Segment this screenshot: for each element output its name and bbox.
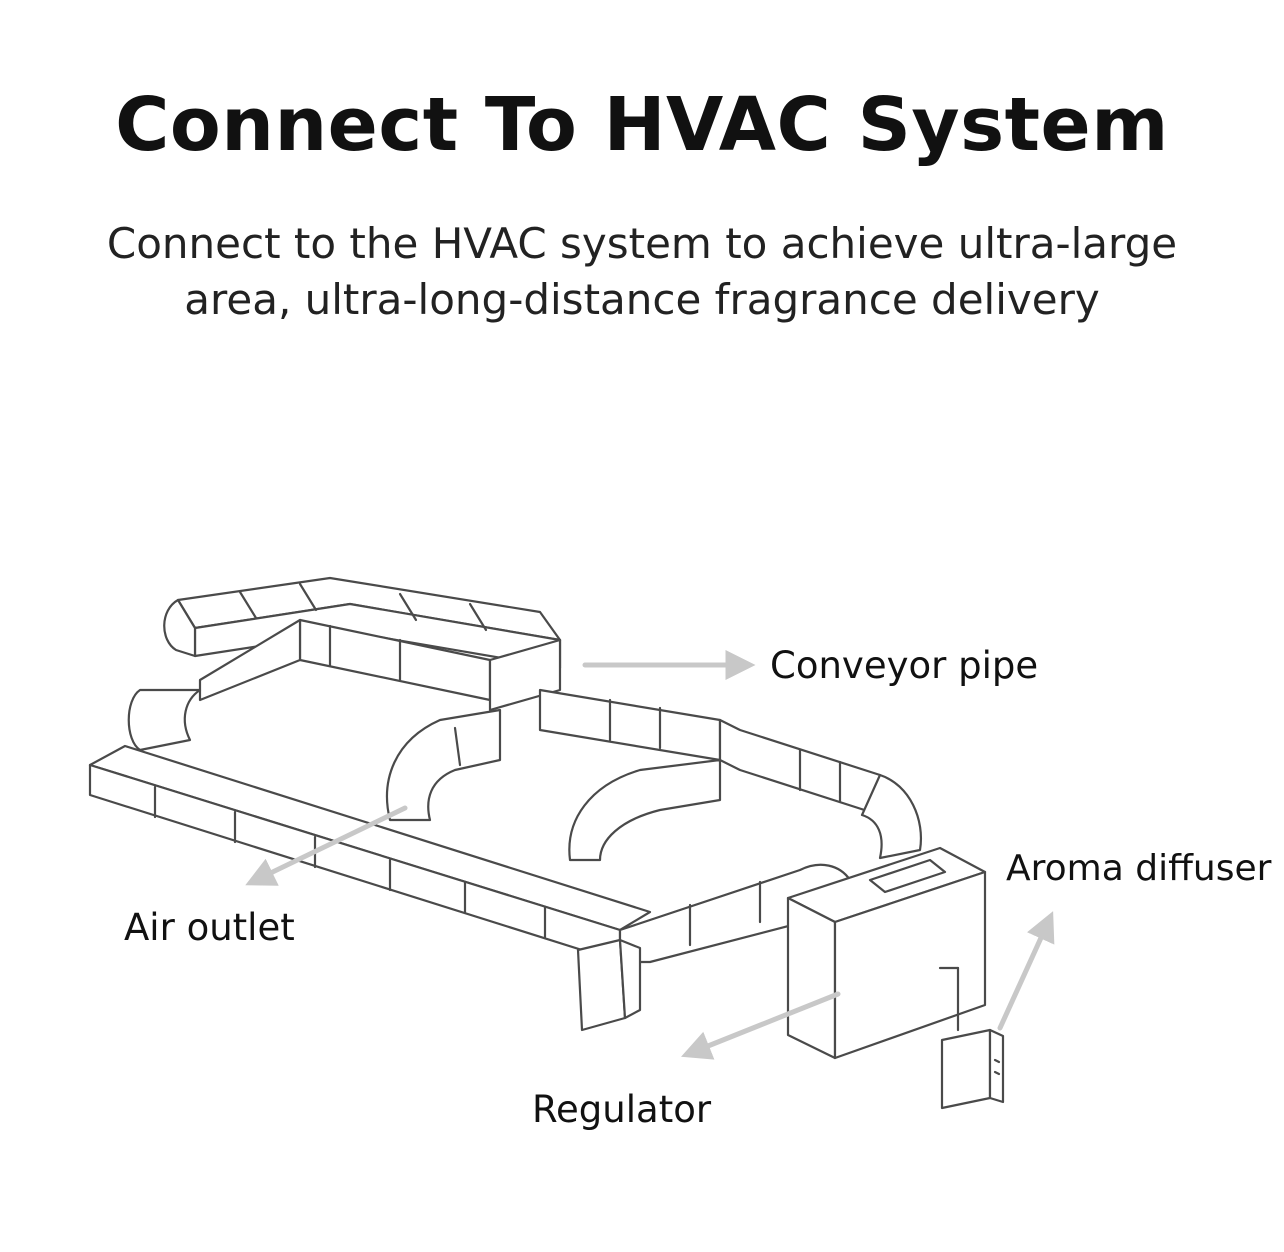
regulator-unit [786, 846, 987, 1060]
front-duct [88, 744, 852, 964]
front-drop [576, 938, 642, 1032]
conveyor-pipe-label: Conveyor pipe [770, 644, 1039, 687]
air-outlet-arrow [245, 805, 408, 886]
regulator-arrow [681, 991, 841, 1060]
aroma-diffuser-label: Aroma diffuser [1006, 848, 1272, 889]
left-loop [127, 618, 492, 752]
aroma-diffuser-device [940, 1028, 1005, 1110]
regulator-label: Regulator [532, 1088, 712, 1131]
right-loop [568, 718, 922, 862]
page-subtitle: Connect to the HVAC system to achieve ul… [0, 216, 1284, 328]
subtitle-line-2: area, ultra-long-distance fragrance deli… [184, 275, 1100, 324]
page-title: Connect To HVAC System [115, 82, 1169, 168]
subtitle-line-1: Connect to the HVAC system to achieve ul… [106, 219, 1178, 268]
aroma-diffuser-arrow [997, 911, 1055, 1031]
air-outlet-label: Air outlet [124, 906, 295, 949]
middle-connector [488, 638, 722, 762]
middle-elbow [386, 708, 502, 822]
